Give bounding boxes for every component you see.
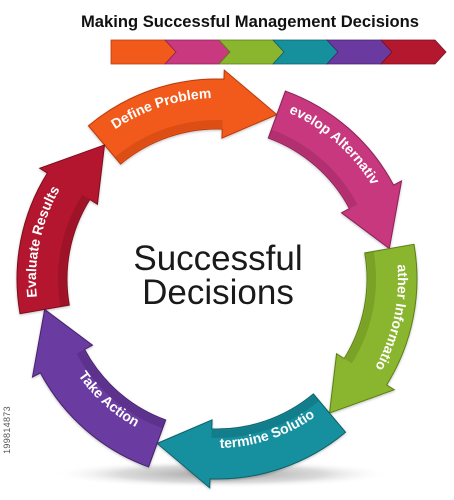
- cycle-arrow-6: [16, 144, 106, 315]
- cycle-arrow-rim-3: [345, 251, 376, 364]
- stock-id-watermark: 199814873: [0, 370, 14, 490]
- cycle-arrow-rim-6: [58, 194, 89, 307]
- chevron-segment-6: [380, 39, 447, 65]
- cycle-arrow-1: [87, 69, 278, 165]
- cycle-arrow-4: [156, 393, 347, 489]
- stock-id-text: 199814873: [2, 406, 12, 454]
- cycle-step-5: Take Action: [31, 308, 167, 468]
- cycle-arrow-2: [267, 90, 403, 250]
- cycle-arrow-5: [31, 308, 167, 468]
- diagram-title: Making Successful Management Decisions: [81, 12, 419, 31]
- cycle-arrow-rim-2: [268, 129, 358, 209]
- cycle-arrow-rim-1: [114, 120, 223, 164]
- center-title-line-1: Successful: [133, 239, 302, 278]
- color-chevron-bar: [110, 39, 447, 65]
- chevron-segment-1: [110, 39, 177, 65]
- cycle-arrow-rim-5: [76, 349, 166, 429]
- center-title-line-2: Decisions: [142, 273, 294, 312]
- cycle-arrow-3: [328, 243, 418, 414]
- cycle-step-1: Define Problem: [87, 69, 278, 165]
- cycle-arrow-rim-4: [211, 394, 320, 438]
- cycle-step-6: Evaluate Results: [16, 144, 106, 315]
